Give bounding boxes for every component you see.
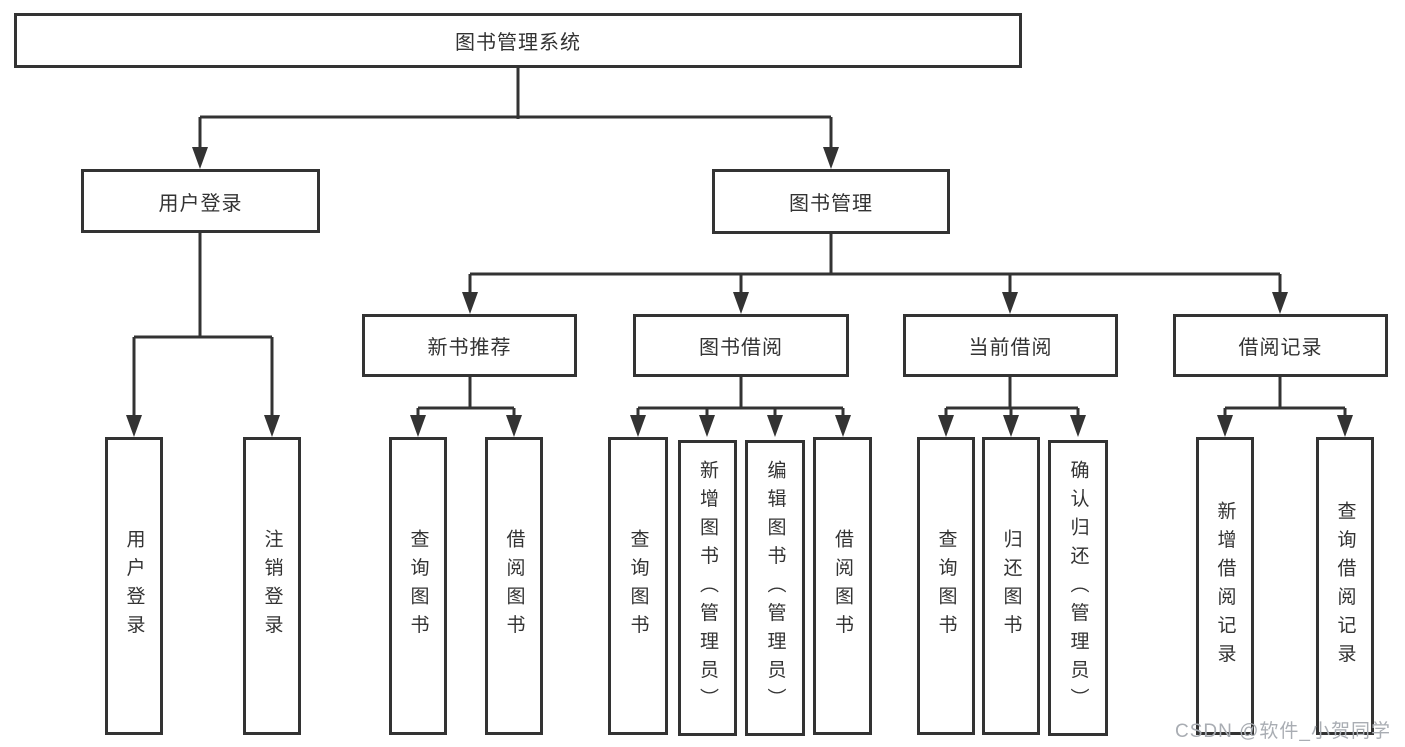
leaf-recommend-query-books: 查询图书 [389,437,447,735]
leaf-records-query-record: 查询借阅记录 [1316,437,1374,735]
node-user-login-branch: 用户登录 [81,169,320,233]
leaf-recommend-borrow-books: 借阅图书 [485,437,543,735]
leaf-borrow-query-books: 查询图书 [608,437,668,735]
leaf-current-return-books: 归还图书 [982,437,1040,735]
leaf-borrow-borrow-books: 借阅图书 [813,437,872,735]
node-current-borrow: 当前借阅 [903,314,1118,377]
csdn-watermark: CSDN @软件_小贺同学 [1175,721,1391,742]
node-borrow-records: 借阅记录 [1173,314,1388,377]
leaf-current-confirm-return-admin: 确认归还（管理员） [1048,440,1108,736]
node-book-borrow: 图书借阅 [633,314,849,377]
leaf-borrow-add-books-admin: 新增图书（管理员） [678,440,737,736]
leaf-current-query-books: 查询图书 [917,437,975,735]
node-system-root: 图书管理系统 [14,13,1022,68]
leaf-user-login: 用户登录 [105,437,163,735]
leaf-logout: 注销登录 [243,437,301,735]
leaf-records-add-record: 新增借阅记录 [1196,437,1254,735]
node-new-book-recommend: 新书推荐 [362,314,577,377]
node-book-management-branch: 图书管理 [712,169,950,234]
leaf-borrow-edit-books-admin: 编辑图书（管理员） [745,440,805,736]
